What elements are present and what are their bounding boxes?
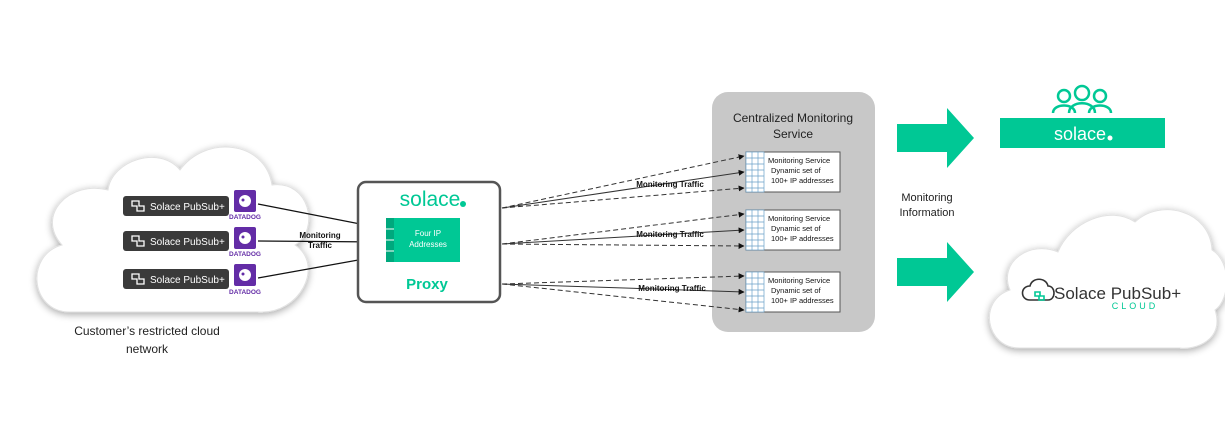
broker-3: [123, 269, 229, 289]
datadog-label: DATADOG: [229, 289, 261, 296]
broker-label: Solace PubSub+: [150, 202, 225, 213]
proxy-label: Proxy: [406, 276, 448, 293]
output-arrow-bottom: [897, 242, 974, 302]
broker-2: [123, 231, 229, 251]
node-line: 100+ IP addresses: [771, 234, 834, 243]
info-line2: Information: [899, 207, 954, 219]
broker-1: [123, 196, 229, 216]
addresses-line2: Addresses: [409, 240, 447, 249]
pubsub-cloud-title: Solace PubSub+: [1054, 284, 1181, 303]
broker-traffic-label: Monitoring Traffic: [299, 231, 340, 250]
node-line: Monitoring Service: [768, 214, 830, 223]
proxy-to-service-arrows: [501, 154, 745, 313]
node-grid-icon: [745, 151, 765, 313]
datadog-label: DATADOG: [229, 214, 261, 221]
addresses-line1: Four IP: [415, 229, 441, 238]
proxy-box: [356, 180, 502, 304]
node-line: Dynamic set of: [771, 224, 822, 233]
proxy-addresses: Four IP Addresses: [409, 229, 447, 249]
pubsub-cloud-sub: CLOUD: [1112, 301, 1159, 311]
pubsub-cloud-icon: [1021, 278, 1055, 301]
users-icon: [1051, 84, 1113, 114]
solace-banner-text: solace: [1054, 124, 1106, 144]
node-line: Monitoring Service: [768, 156, 830, 165]
caption-line2: network: [126, 342, 169, 356]
fan-traffic-label: Monitoring Traffic: [636, 180, 704, 189]
fan-traffic-label: Monitoring Traffic: [636, 230, 704, 239]
node-line: Dynamic set of: [771, 286, 822, 295]
node-line: Dynamic set of: [771, 166, 822, 175]
service-title-line1: Centralized Monitoring: [733, 111, 853, 125]
service-title-line2: Service: [773, 127, 813, 141]
node-line: Monitoring Service: [768, 276, 830, 285]
node-line: 100+ IP addresses: [771, 176, 834, 185]
output-arrow-top: [897, 108, 974, 168]
monitoring-info-label: Monitoring Information: [899, 192, 954, 219]
proxy-logo-dot: [460, 201, 466, 207]
datadog-icon: [234, 190, 256, 286]
datadog-label: DATADOG: [229, 251, 261, 258]
fan-traffic-label: Monitoring Traffic: [638, 284, 706, 293]
solace-banner: [1000, 84, 1165, 148]
traffic-label-line1: Monitoring: [299, 231, 340, 240]
fan-traffic-labels: Monitoring Traffic Monitoring Traffic Mo…: [636, 180, 706, 293]
proxy-solace-logo: solace: [400, 188, 461, 211]
node-line: 100+ IP addresses: [771, 296, 834, 305]
node-texts: Monitoring Service Dynamic set of 100+ I…: [768, 156, 834, 305]
broker-cube-icon: [131, 200, 145, 285]
broker-label: Solace PubSub+: [150, 237, 225, 248]
banner-logo-dot: [1107, 135, 1113, 141]
customer-caption: Customer’s restricted cloud network: [74, 324, 220, 356]
broker-labels: Solace PubSub+ Solace PubSub+ Solace Pub…: [150, 202, 225, 286]
traffic-label-line2: Traffic: [308, 241, 333, 250]
caption-line1: Customer’s restricted cloud: [74, 324, 220, 338]
service-title: Centralized Monitoring Service: [733, 111, 853, 141]
broker-label: Solace PubSub+: [150, 275, 225, 286]
pubsub-cloud: [989, 209, 1225, 349]
info-line1: Monitoring: [901, 192, 952, 204]
datadog-labels: DATADOG DATADOG DATADOG: [229, 214, 261, 296]
